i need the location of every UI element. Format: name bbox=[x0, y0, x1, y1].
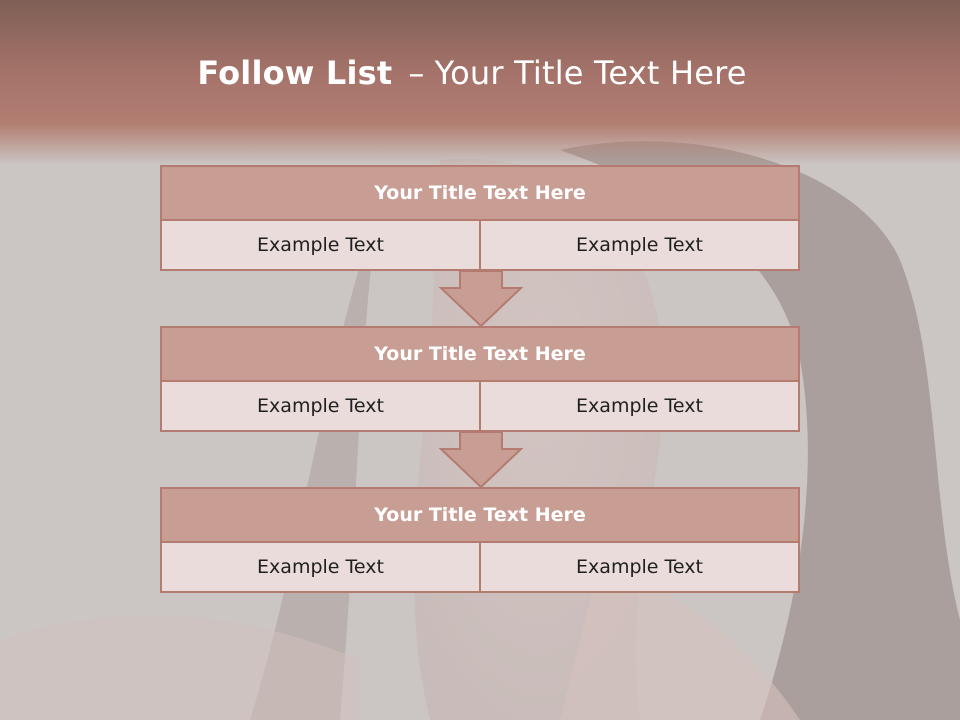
step-cell-right: Example Text bbox=[481, 543, 800, 593]
step-row: Example Text Example Text bbox=[160, 543, 800, 593]
slide-title-dash: – bbox=[408, 54, 425, 92]
step-row: Example Text Example Text bbox=[160, 221, 800, 271]
step-cell-left: Example Text bbox=[160, 543, 481, 593]
down-arrow-icon bbox=[438, 270, 524, 328]
slide-title: Follow List–Your Title Text Here bbox=[0, 54, 944, 92]
step-title: Your Title Text Here bbox=[160, 487, 800, 543]
step-title: Your Title Text Here bbox=[160, 326, 800, 382]
step-cell-left: Example Text bbox=[160, 382, 481, 432]
slide-title-bold: Follow List bbox=[197, 54, 393, 92]
down-arrow-icon bbox=[438, 431, 524, 489]
step-block-1: Your Title Text Here Example Text Exampl… bbox=[160, 165, 800, 271]
step-cell-left: Example Text bbox=[160, 221, 481, 271]
header-band bbox=[0, 0, 960, 165]
step-block-3: Your Title Text Here Example Text Exampl… bbox=[160, 487, 800, 593]
step-cell-right: Example Text bbox=[481, 221, 800, 271]
slide-title-rest: Your Title Text Here bbox=[434, 54, 747, 92]
step-block-2: Your Title Text Here Example Text Exampl… bbox=[160, 326, 800, 432]
step-title: Your Title Text Here bbox=[160, 165, 800, 221]
step-cell-right: Example Text bbox=[481, 382, 800, 432]
step-row: Example Text Example Text bbox=[160, 382, 800, 432]
